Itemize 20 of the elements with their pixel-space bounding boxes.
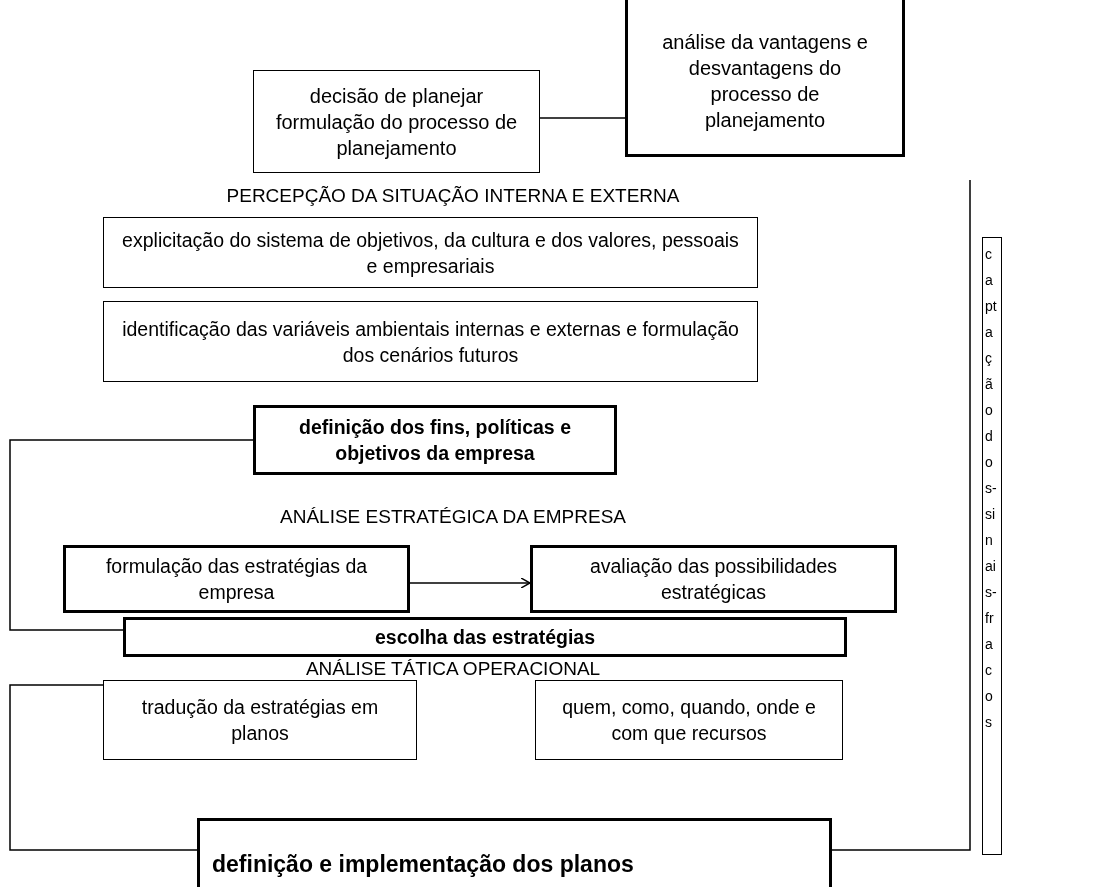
- process-box: tradução da estratégias em planos: [103, 680, 417, 760]
- process-box: formulação das estratégias da empresa: [63, 545, 410, 613]
- vertical-text-box: captaçãodos-sinais-fracos: [982, 237, 1002, 855]
- process-box: análise da vantagens e desvantagens do processo de planejamento: [625, 0, 905, 157]
- connector-line: [9, 684, 198, 851]
- process-box: avaliação das possibilidades estratégicas: [530, 545, 897, 613]
- process-box: identificação das variáveis ambientais internas e externas e formulação dos cenários futuros: [103, 301, 758, 382]
- process-box: decisão de planejar formulação do processo de planejamento: [253, 70, 540, 173]
- double-arrow: [409, 577, 531, 589]
- connector-line: [831, 179, 971, 851]
- process-box: quem, como, quando, onde e com que recursos: [535, 680, 843, 760]
- process-box: escolha das estratégias: [123, 617, 847, 657]
- process-box: explicitação do sistema de objetivos, da cultura e dos valores, pessoais e empresariais: [103, 217, 758, 288]
- section-heading: ANÁLISE ESTRATÉGICA DA EMPRESA: [280, 506, 626, 527]
- section-heading: ANÁLISE TÁTICA OPERACIONAL: [305, 658, 601, 679]
- process-box: definição e implementação dos planos: [197, 818, 832, 887]
- connector-line: [539, 117, 626, 119]
- section-heading: PERCEPÇÃO DA SITUAÇÃO INTERNA E EXTERNA: [226, 185, 680, 206]
- connector-line: [9, 439, 254, 631]
- process-box: definição dos fins, políticas e objetivos da empresa: [253, 405, 617, 475]
